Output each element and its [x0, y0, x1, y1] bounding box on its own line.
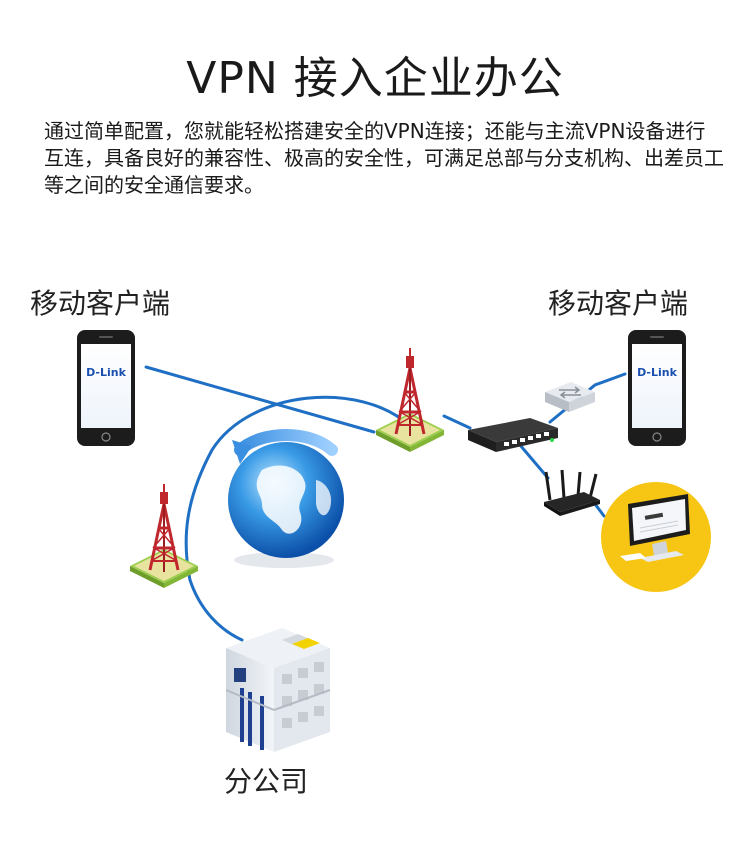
- link-tower-to-branch: [188, 578, 244, 642]
- branch-office-building-icon: [225, 628, 331, 752]
- left-phone-brand: D-Link: [86, 366, 127, 379]
- link-router-to-wifi: [518, 443, 550, 480]
- label-branch-office: 分公司: [224, 765, 309, 798]
- page-title: VPN 接入企业办公: [186, 53, 564, 104]
- wifi-router-icon: [544, 469, 600, 516]
- page-description: 通过简单配置，您就能轻松搭建安全的VPN连接；还能与主流VPN设备进行互连，具备…: [44, 119, 724, 197]
- network-switch-icon: [545, 382, 595, 412]
- globe-icon: [228, 429, 344, 568]
- tower-icon-left: [128, 482, 200, 590]
- link-arc-left: [184, 395, 412, 582]
- right-phone: D-Link: [628, 330, 686, 446]
- tower-icon-center: [374, 346, 446, 454]
- left-phone: D-Link: [77, 330, 135, 446]
- link-left-phone-to-tower: [144, 365, 376, 434]
- label-mobile-client-left: 移动客户端: [30, 287, 171, 320]
- link-tower-to-router: [442, 414, 472, 430]
- label-mobile-client-right: 移动客户端: [548, 287, 689, 320]
- router-switch-icon: [468, 418, 558, 452]
- right-phone-brand: D-Link: [637, 366, 678, 379]
- desktop-computer-icon: [601, 482, 711, 592]
